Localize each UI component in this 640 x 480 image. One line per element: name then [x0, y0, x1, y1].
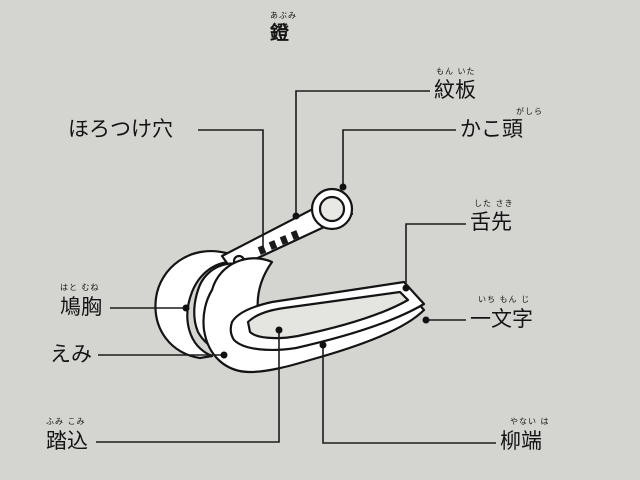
leader-fumikomi — [96, 330, 280, 443]
label-fumikomi: 踏込 — [46, 429, 88, 453]
leader-shitasaki — [405, 223, 466, 288]
leader-kakogashira — [342, 129, 456, 187]
label-ichimonji: 一文字 — [470, 307, 533, 331]
label-yanaihata: 柳端 — [500, 429, 542, 453]
label-horotsukeana: ほろつけ穴 — [68, 117, 173, 141]
label-shitasaki: 舌先 — [470, 210, 512, 234]
label-monita: 紋板 — [434, 78, 476, 102]
label-kakogashira: かこ頭 — [460, 117, 523, 141]
label-hatomune-ruby: はと むね — [60, 283, 100, 292]
leader-monita — [295, 90, 430, 216]
label-hatomune: 鳩胸 — [60, 295, 102, 319]
label-fumikomi-ruby: ふみ こみ — [46, 417, 86, 426]
label-kakogashira-ruby: がしら — [516, 107, 543, 116]
stirrup-illustration — [154, 187, 426, 374]
label-emi: えみ — [50, 342, 92, 366]
leader-lines — [96, 90, 496, 444]
label-monita-ruby: もん いた — [436, 67, 476, 76]
label-shitasaki-ruby: した さき — [474, 199, 514, 208]
label-ichimonji-ruby: いち もん じ — [478, 295, 531, 304]
label-yanaihata-ruby: やない は — [510, 417, 550, 426]
leader-horotsukeana — [198, 129, 264, 248]
diagram-title: 鐙 — [270, 22, 290, 44]
title-ruby: あぶみ — [270, 11, 297, 20]
leader-yanaihata — [322, 345, 496, 444]
leader-dots — [182, 183, 430, 359]
